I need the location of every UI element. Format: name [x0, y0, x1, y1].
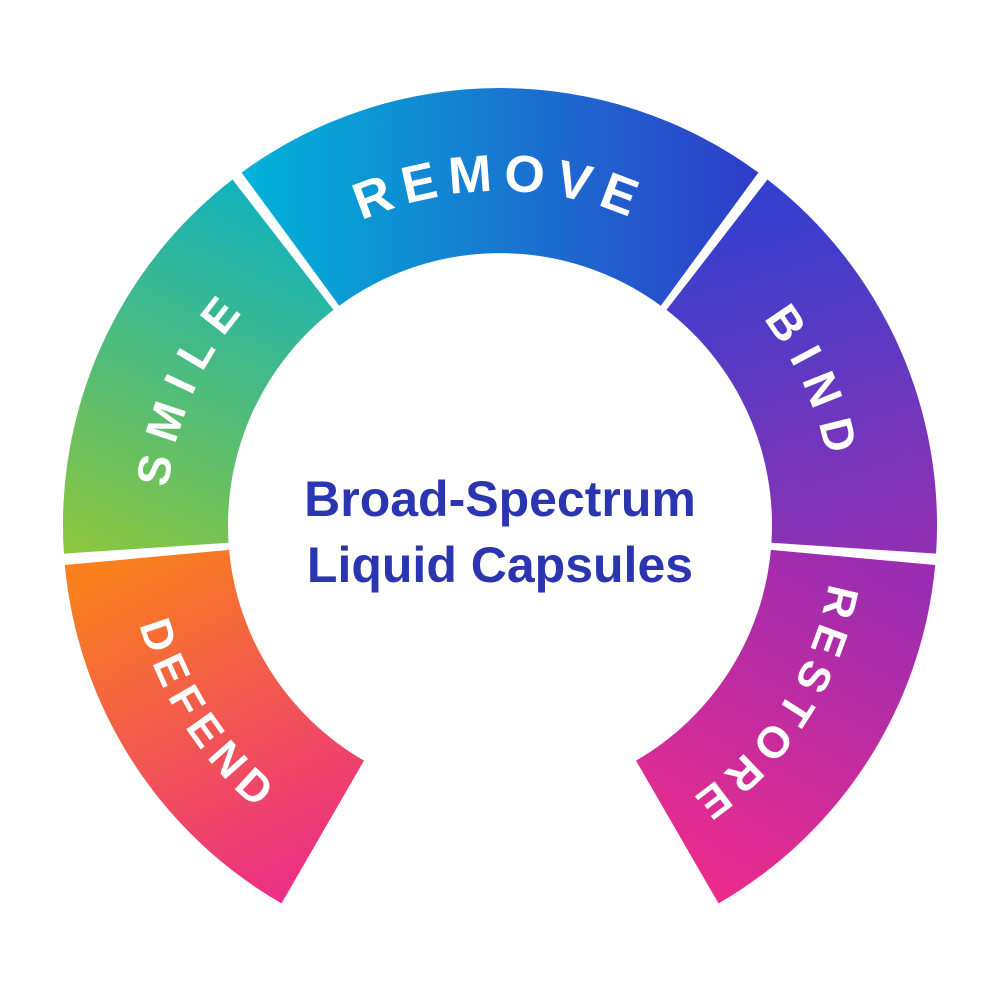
segment-smile — [62, 179, 334, 554]
center-title-line2: Liquid Capsules — [307, 537, 693, 593]
segment-restore — [636, 549, 936, 904]
segment-remove — [241, 88, 759, 306]
segment-bind — [666, 179, 938, 554]
center-title: Broad-Spectrum Liquid Capsules — [304, 471, 696, 593]
segment-defend — [64, 549, 365, 904]
ring-segments — [62, 88, 938, 904]
center-title-line1: Broad-Spectrum — [304, 471, 696, 527]
